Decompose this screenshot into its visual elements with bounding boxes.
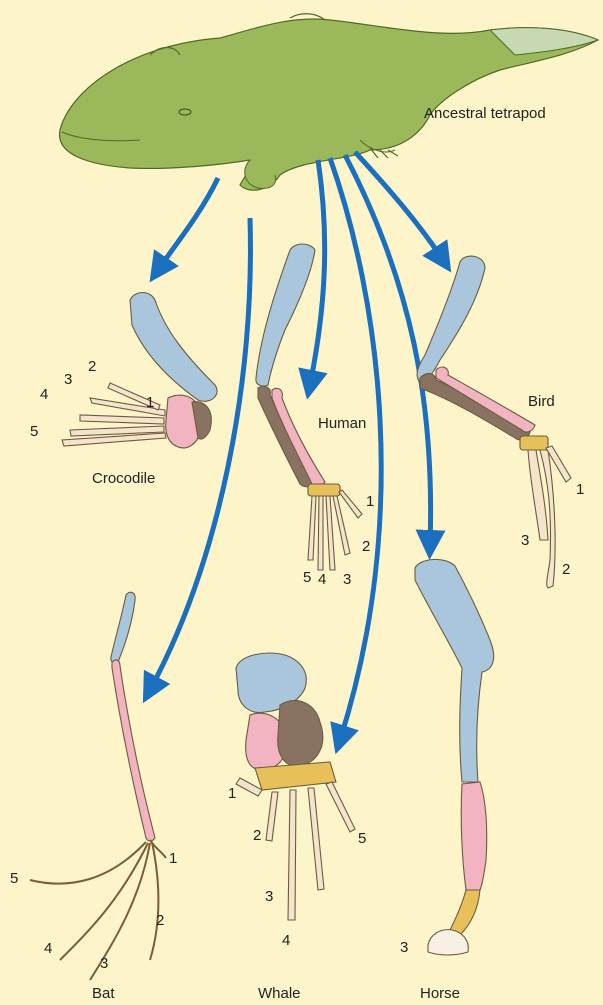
horse-digit-3: 3 xyxy=(400,939,408,956)
label-bird: Bird xyxy=(528,393,555,410)
human-digit-5: 5 xyxy=(303,569,311,586)
bat-digit-1: 1 xyxy=(169,850,177,867)
bat-digit2-bone xyxy=(150,842,159,960)
croc-digit-1: 1 xyxy=(146,394,154,411)
bat-digit-4: 4 xyxy=(44,940,52,957)
crocodile-limb xyxy=(62,293,217,449)
label-human: Human xyxy=(318,415,366,432)
arrow-to-crocodile xyxy=(158,178,218,270)
human-limb xyxy=(256,244,362,570)
whale-digit-1: 1 xyxy=(228,785,236,802)
label-ancestral-tetrapod: Ancestral tetrapod xyxy=(424,105,546,122)
whale-digit-3: 3 xyxy=(265,888,273,905)
human-digit-1: 1 xyxy=(366,493,374,510)
arrow-to-whale xyxy=(330,158,381,740)
whale-digit-4: 4 xyxy=(282,932,290,949)
bat-digit-2: 2 xyxy=(156,912,164,929)
human-digit-4: 4 xyxy=(318,571,326,588)
human-digit-2: 2 xyxy=(362,538,370,555)
whale-limb xyxy=(236,653,355,920)
label-horse: Horse xyxy=(420,985,460,1002)
arrow-to-human xyxy=(310,160,325,385)
arrow-to-bat xyxy=(150,218,250,690)
label-whale: Whale xyxy=(258,985,301,1002)
bat-digit-3: 3 xyxy=(100,955,108,972)
human-digit-3: 3 xyxy=(343,571,351,588)
bat-limb xyxy=(30,592,166,980)
croc-digit-2: 2 xyxy=(88,358,96,375)
label-crocodile: Crocodile xyxy=(92,470,155,487)
bird-digit-1: 1 xyxy=(576,481,584,498)
tetrapod-icon xyxy=(60,14,598,190)
label-bat: Bat xyxy=(92,985,115,1002)
horse-limb xyxy=(415,559,494,955)
bird-digit-2: 2 xyxy=(562,561,570,578)
whale-digit-5: 5 xyxy=(358,830,366,847)
whale-digit-2: 2 xyxy=(253,827,261,844)
croc-digit-4: 4 xyxy=(40,386,48,403)
bird-digit-3: 3 xyxy=(521,532,529,549)
bat-digit-5: 5 xyxy=(10,870,18,887)
croc-digit-5: 5 xyxy=(30,423,38,440)
bird-limb xyxy=(417,256,571,588)
croc-digit-3: 3 xyxy=(64,371,72,388)
arrow-to-horse xyxy=(345,155,431,545)
